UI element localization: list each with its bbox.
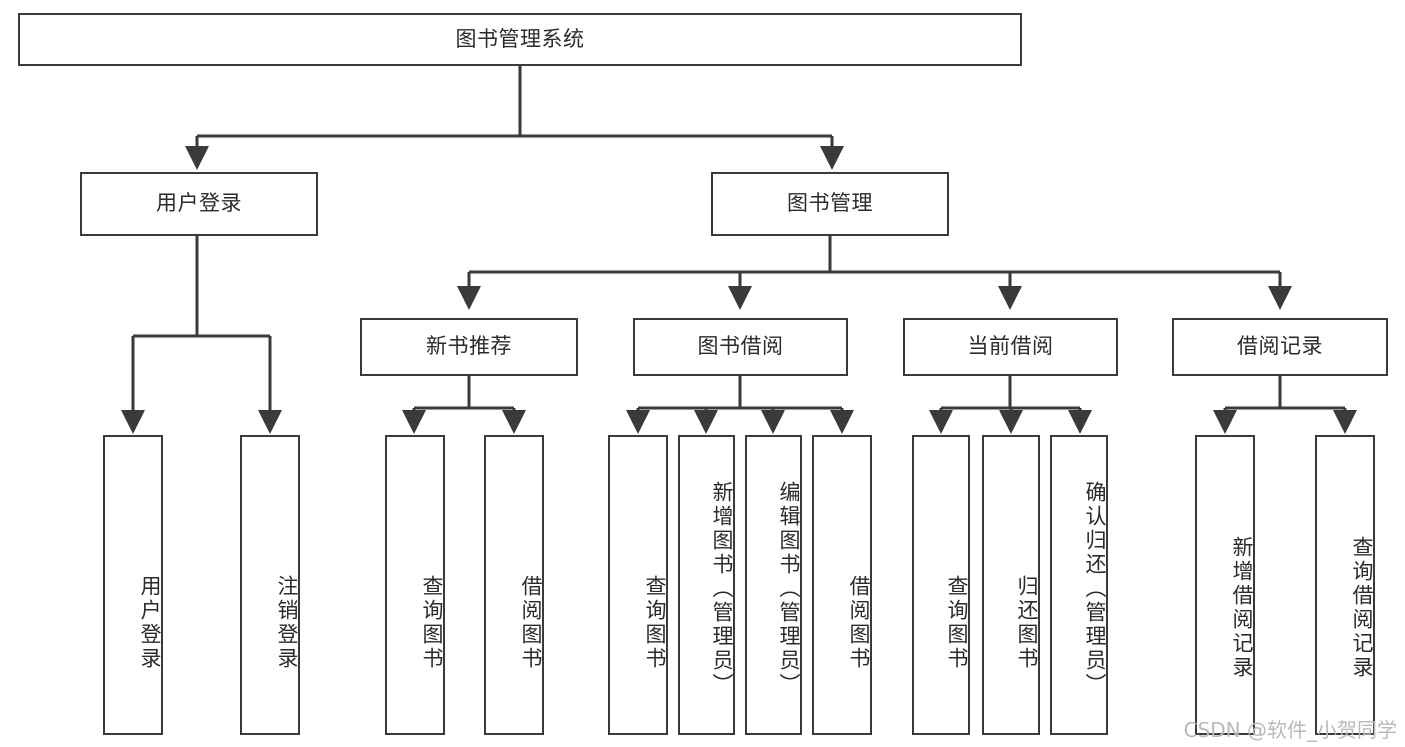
leaf-query-book-current[interactable]: 查询图书: [912, 435, 970, 735]
leaf-add-borrow-record[interactable]: 新增借阅记录: [1195, 435, 1255, 735]
node-label: 新增图书（管理员）: [710, 481, 734, 697]
node-user-login[interactable]: 用户登录: [80, 172, 318, 236]
leaf-edit-book-admin[interactable]: 编辑图书（管理员）: [745, 435, 802, 735]
leaf-add-book-admin[interactable]: 新增图书（管理员）: [678, 435, 735, 735]
leaf-query-book-recommend[interactable]: 查询图书: [385, 435, 445, 735]
leaf-query-borrow-record[interactable]: 查询借阅记录: [1315, 435, 1375, 735]
leaf-user-login[interactable]: 用户登录: [103, 435, 163, 735]
node-borrow-records[interactable]: 借阅记录: [1172, 318, 1388, 376]
node-label: 查询借阅记录: [1350, 536, 1374, 680]
leaf-borrow-book[interactable]: 借阅图书: [812, 435, 872, 735]
node-label: 用户登录: [156, 191, 242, 216]
node-book-management[interactable]: 图书管理: [711, 172, 949, 236]
node-label: 当前借阅: [967, 334, 1054, 359]
leaf-return-book[interactable]: 归还图书: [982, 435, 1040, 735]
node-label: 新增借阅记录: [1230, 536, 1254, 680]
node-label: 借阅记录: [1237, 334, 1323, 359]
node-root-system[interactable]: 图书管理系统: [18, 13, 1022, 66]
node-label: 归还图书: [1015, 575, 1039, 671]
node-label: 注销登录: [275, 575, 299, 671]
node-new-book-recommend[interactable]: 新书推荐: [360, 318, 578, 376]
leaf-query-book-borrow[interactable]: 查询图书: [608, 435, 668, 735]
leaf-confirm-return-admin[interactable]: 确认归还（管理员）: [1050, 435, 1108, 735]
node-label: 新书推荐: [426, 334, 512, 359]
node-label: 借阅图书: [519, 575, 543, 671]
node-book-borrow[interactable]: 图书借阅: [633, 318, 848, 376]
node-label: 确认归还（管理员）: [1083, 481, 1107, 697]
node-label: 查询图书: [420, 575, 444, 671]
node-label: 查询图书: [643, 575, 667, 671]
node-label: 图书管理系统: [455, 26, 585, 51]
node-label: 图书借阅: [697, 334, 784, 359]
node-label: 借阅图书: [847, 575, 871, 671]
leaf-borrow-book-recommend[interactable]: 借阅图书: [484, 435, 544, 735]
node-current-borrow[interactable]: 当前借阅: [903, 318, 1118, 376]
node-label: 编辑图书（管理员）: [777, 481, 801, 697]
leaf-logout[interactable]: 注销登录: [240, 435, 300, 735]
node-label: 用户登录: [138, 575, 162, 671]
node-label: 查询图书: [945, 575, 969, 671]
node-label: 图书管理: [787, 191, 873, 216]
